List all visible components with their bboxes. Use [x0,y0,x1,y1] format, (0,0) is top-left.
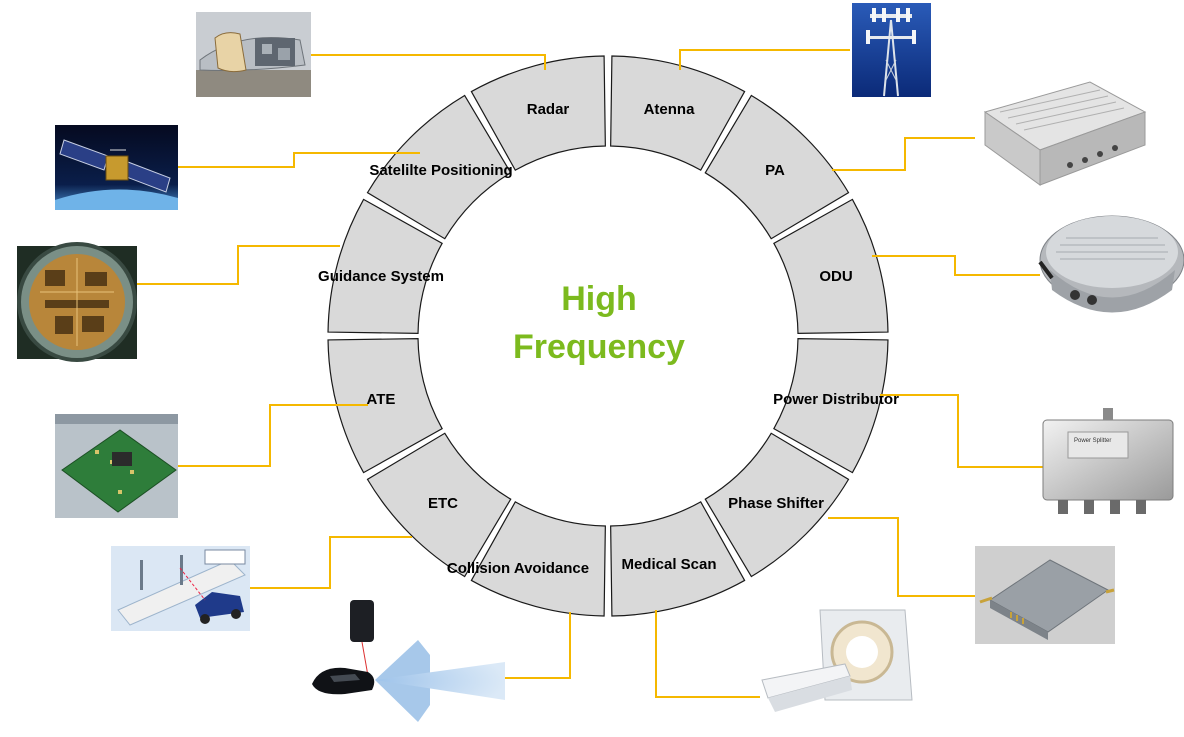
fighter-jet-radar-icon [196,12,311,97]
segment-guidance-system [327,198,443,334]
segment-odu [773,198,889,334]
car-radar-icon [312,600,505,722]
center-title: High Frequency [513,280,685,366]
outdoor-unit-icon [1038,215,1184,313]
segment-label-atenna: Atenna [644,101,695,118]
segment-collision-avoidance [470,501,606,617]
leader-odu [872,255,1040,276]
segment-radar [470,55,606,171]
segment-label-odu: ODU [819,268,852,285]
segment-power-distributor [773,338,889,474]
leader-lines [137,49,1043,698]
leader-guidance-system [137,245,340,285]
leader-ate [178,404,368,467]
segment-label-ate: ATE [367,391,396,408]
segment-medical-scan [610,501,746,617]
toll-collection-icon [111,546,250,631]
segment-ate [327,338,443,474]
leader-phase-shifter [828,517,975,597]
leader-pa [832,137,975,171]
segment-label-pa: PA [765,162,785,179]
power-splitter-icon: Power Splitter [1042,408,1174,514]
title-line-2: Frequency [513,328,685,366]
leader-atenna [679,49,850,70]
segment-phase-shifter [704,432,850,578]
segment-label-etc: ETC [428,495,458,512]
power-amplifier-box-icon [983,81,1147,186]
leader-etc [250,536,412,589]
segment-etc [366,432,512,578]
leader-radar [310,54,546,70]
guidance-electronics-icon [17,242,137,362]
segment-label-power-distributor: Power Distributor [773,391,899,408]
leader-satelilte-positioning [178,152,420,168]
segment-label-guidance-system: Guidance System [318,268,444,285]
leader-power-distributor [880,394,1043,468]
segment-label-medical-scan: Medical Scan [621,556,716,573]
segment-label-phase-shifter: Phase Shifter [728,495,824,512]
leader-medical-scan [655,610,760,698]
segment-label-collision-avoidance: Collision Avoidance [447,560,589,577]
segment-label-satelilte-positioning: Satelilte Positioning [369,162,512,179]
cell-tower-icon [852,3,931,97]
phase-shifter-module-icon [975,546,1115,644]
satellite-icon [55,125,178,210]
segment-satelilte-positioning [366,94,512,240]
segment-pa [704,94,850,240]
title-line-1: High [561,280,637,318]
svg-text:Power Splitter: Power Splitter [1074,438,1111,444]
ct-scanner-icon [760,605,920,725]
test-circuit-board-icon [55,414,178,518]
segment-atenna [610,55,746,171]
segment-label-radar: Radar [527,101,570,118]
